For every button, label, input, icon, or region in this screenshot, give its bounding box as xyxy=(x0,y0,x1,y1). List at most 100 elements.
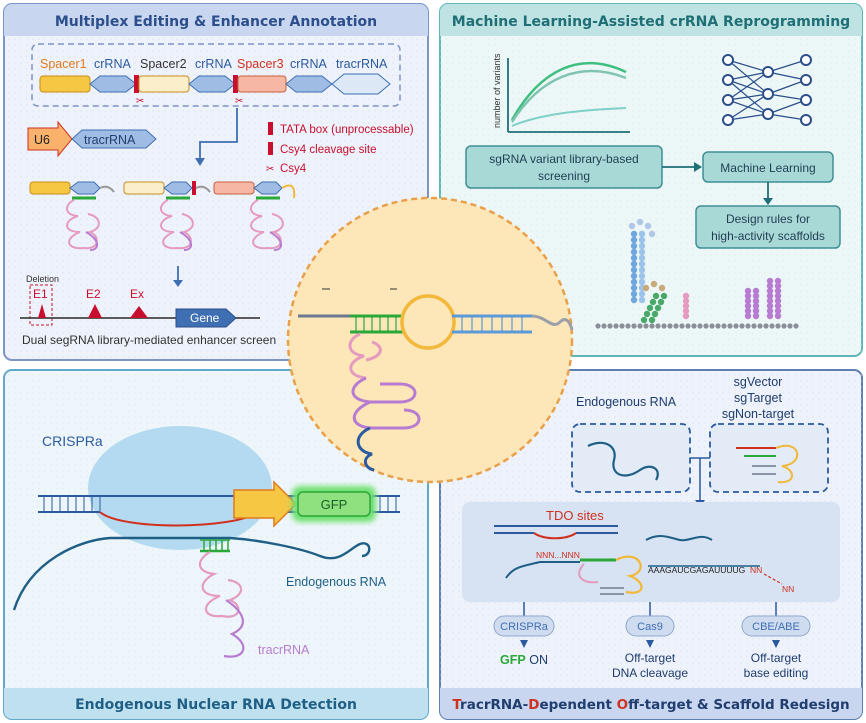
title-part-3: ff-target & Scaffold Redesign xyxy=(628,697,850,713)
scaffold-bead xyxy=(766,307,774,315)
tracrrna-box xyxy=(71,129,157,149)
scaffold-bead xyxy=(752,312,760,320)
scaffold-bead xyxy=(601,323,607,329)
panel-title-tdo: TracrRNA-Dependent Off-target & Scaffold… xyxy=(452,697,849,713)
scaffold-bead xyxy=(630,242,638,250)
label-sequence: AAAGAUCGAGAUUUUG xyxy=(648,565,745,575)
rules-line1: Design rules for xyxy=(726,212,810,226)
label-sgtarget: sgTarget xyxy=(734,391,782,405)
processed-guide-3 xyxy=(213,181,296,251)
processed-guide-1 xyxy=(29,181,115,251)
scaffold-bead xyxy=(781,323,787,329)
scaffold-bead xyxy=(691,323,697,329)
scaffold-bead xyxy=(721,323,727,329)
legend-tata-icon xyxy=(268,122,273,135)
label-gene: Gene xyxy=(190,311,220,325)
nn-dashes xyxy=(763,573,783,585)
scaffold-bead xyxy=(745,323,751,329)
scaffold-bead xyxy=(619,323,625,329)
sgrna-mini xyxy=(736,444,799,484)
deletion-box xyxy=(29,284,53,326)
scaffold-bead xyxy=(682,312,690,320)
scaffold-bead xyxy=(649,298,657,306)
label-tdo-sites: TDO sites xyxy=(546,508,604,523)
scaffold-bead xyxy=(650,280,658,288)
spacer3-block xyxy=(237,75,287,93)
scaffold-bead xyxy=(673,323,679,329)
scaffold-bead xyxy=(638,242,646,250)
scaffold-bead xyxy=(642,284,650,292)
label-spacer2: Spacer2 xyxy=(140,57,187,71)
title-o: O xyxy=(617,697,628,713)
label-e2: E2 xyxy=(86,287,101,301)
label-spacer1: Spacer1 xyxy=(40,57,87,71)
scaffold-bead xyxy=(646,304,654,312)
legend-cleavage: Csy4 cleavage site xyxy=(280,144,377,156)
spacer2-block xyxy=(138,75,190,93)
scaffold-bead xyxy=(613,323,619,329)
label-ex: Ex xyxy=(130,287,144,301)
scaffold-bead xyxy=(667,323,673,329)
scaffold-bead xyxy=(630,290,638,298)
enhancer-ex xyxy=(130,306,148,318)
scaffold-bead xyxy=(638,296,646,304)
scaffold-bead xyxy=(744,302,752,310)
scaffold-bead xyxy=(733,323,739,329)
scaffold-bead xyxy=(787,323,793,329)
scissors-icon: ✂ xyxy=(136,96,144,107)
scaffold-bead xyxy=(630,248,638,256)
label-base-editing: base editing xyxy=(744,666,809,680)
merge-bracket xyxy=(690,457,710,500)
scaffold-bead xyxy=(752,297,760,305)
flow-arrow xyxy=(199,108,238,160)
scaffold-bead xyxy=(636,218,644,226)
scaffold-bead xyxy=(685,323,691,329)
construct-box xyxy=(31,43,401,107)
tdo-pink-loop xyxy=(578,563,599,584)
legend-cleavage-icon xyxy=(268,142,273,155)
label-tracrrna-box: tracrRNA xyxy=(84,133,136,147)
scaffold-bead xyxy=(643,323,649,329)
curve-2 xyxy=(510,69,627,123)
label-offtarget-2: Off-target xyxy=(751,651,802,665)
scaffold-bead xyxy=(655,323,661,329)
scaffold-bead xyxy=(661,323,667,329)
endogenous-rna-squiggle xyxy=(587,441,659,481)
scaffold-bead xyxy=(739,323,745,329)
title-part-2: ependent xyxy=(539,697,616,713)
label-tracrrna-top: tracrRNA xyxy=(336,57,388,71)
gfp-on-on: ON xyxy=(529,653,548,667)
scaffold-bead xyxy=(682,302,690,310)
sgrna-box xyxy=(709,423,829,493)
bead-scaffold-structure xyxy=(595,218,799,329)
u6-promoter-arrow xyxy=(27,120,73,158)
scaffold-bead xyxy=(744,312,752,320)
neural-network-icon xyxy=(722,54,812,126)
scaffold-bead xyxy=(744,287,752,295)
label-nnn: NNN...NNN xyxy=(536,550,580,560)
scaffold-bead xyxy=(638,260,646,268)
tdo-yellow-loop xyxy=(615,555,643,594)
scaffold-bead xyxy=(630,230,638,238)
scaffold-bead xyxy=(643,310,651,318)
scaffold-bead xyxy=(679,323,685,329)
crrna1-hex xyxy=(89,75,137,93)
scaffold-bead xyxy=(775,323,781,329)
tracrrna-structure xyxy=(198,551,243,618)
scaffold-bead xyxy=(766,292,774,300)
scaffold-bead xyxy=(757,323,763,329)
label-offtarget-1: Off-target xyxy=(625,651,676,665)
label-deletion: Deletion xyxy=(26,274,59,284)
screening-line2: screening xyxy=(538,169,590,183)
panel-title-detection: Endogenous Nuclear RNA Detection xyxy=(75,697,357,713)
downstream-rna xyxy=(645,534,713,542)
gfp-on-gfp: GFP xyxy=(500,653,526,667)
gene-arrow xyxy=(175,308,237,328)
scaffold-bead xyxy=(715,323,721,329)
title-d: D xyxy=(528,697,539,713)
label-spacer3: Spacer3 xyxy=(237,57,284,71)
scaffold-bead xyxy=(766,282,774,290)
scaffold-bead xyxy=(774,277,782,285)
scaffold-bead xyxy=(644,222,652,230)
scaffold-bead xyxy=(751,323,757,329)
